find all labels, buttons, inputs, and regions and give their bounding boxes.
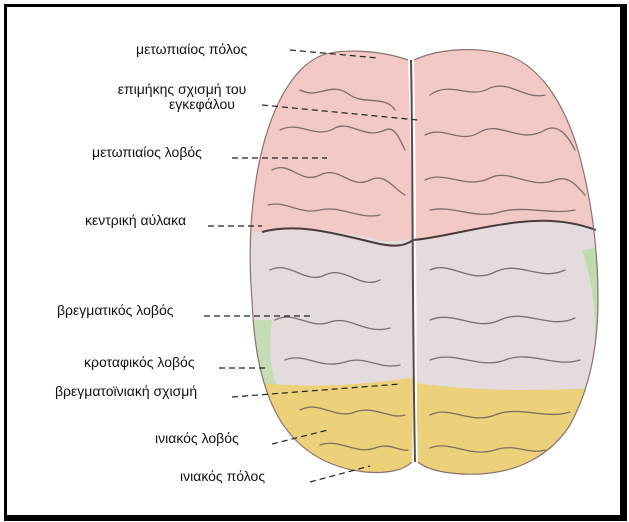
right-hemisphere: [410, 40, 610, 490]
label-longitudinal-fissure: επιμήκης σχισμή του εγκεφάλου: [102, 82, 262, 112]
label-frontal-pole: μετωπιαίος πόλος: [136, 42, 247, 57]
label-parietooccipital-fissure: βρεγματοϊνιακή σχισμή: [55, 384, 197, 399]
label-temporal-lobe: κροταφικός λοβός: [84, 355, 195, 370]
label-longitudinal-fissure-line2: εγκεφάλου: [102, 97, 262, 112]
leader-occipital-pole: [310, 466, 370, 482]
occipital-lobe-right: [410, 382, 610, 490]
label-occipital-pole: ινιακός πόλος: [180, 469, 265, 484]
label-occipital-lobe: ινιακός λοβός: [155, 431, 239, 446]
label-central-sulcus: κεντρική αύλακα: [85, 213, 186, 228]
label-parietal-lobe: βρεγματικός λοβός: [57, 303, 173, 318]
label-longitudinal-fissure-line1: επιμήκης σχισμή του: [102, 82, 262, 97]
label-frontal-lobe: μετωπιαίος λοβός: [92, 145, 202, 160]
